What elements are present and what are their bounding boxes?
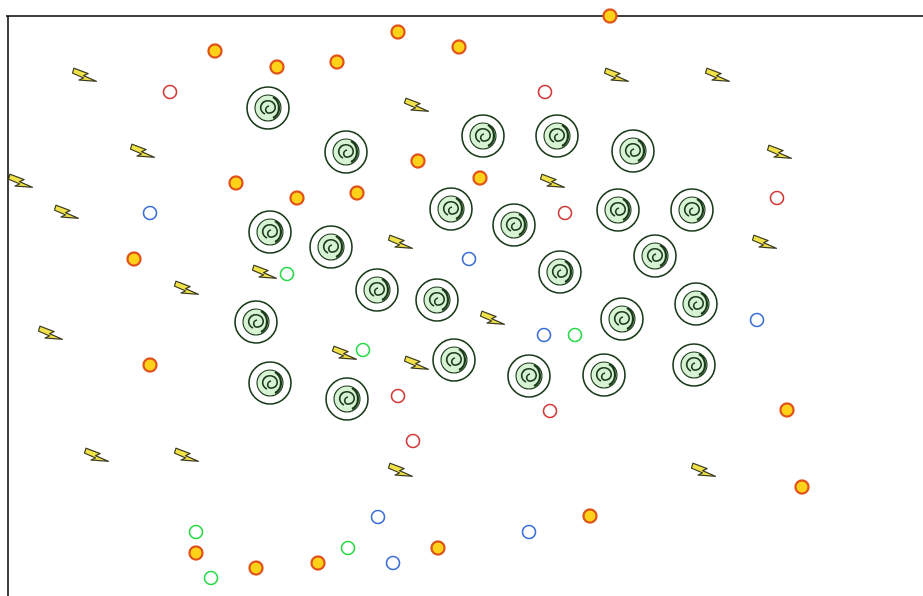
spiral-shell-icon[interactable]: [634, 235, 676, 277]
spiral-shell-icon[interactable]: [235, 301, 277, 343]
spiral-shell-icon[interactable]: [597, 189, 639, 231]
spiral-shell-icon[interactable]: [247, 87, 289, 129]
spiral-shell-icon[interactable]: [675, 283, 717, 325]
gold-coin-icon[interactable]: [781, 404, 794, 417]
spiral-shell-icon[interactable]: [539, 251, 581, 293]
green-ring-icon[interactable]: [342, 542, 355, 555]
spiral-shell-icon[interactable]: [249, 362, 291, 404]
spiral-shell-icon[interactable]: [433, 339, 475, 381]
red-ring-icon[interactable]: [559, 207, 572, 220]
green-ring-icon[interactable]: [569, 329, 582, 342]
spiral-shell-icon[interactable]: [493, 204, 535, 246]
gold-coin-icon[interactable]: [604, 10, 617, 23]
blue-ring-icon[interactable]: [538, 329, 551, 342]
gold-coin-icon[interactable]: [796, 481, 809, 494]
gold-coin-icon[interactable]: [474, 172, 487, 185]
gold-coin-icon[interactable]: [432, 542, 445, 555]
spiral-shell-icon[interactable]: [356, 269, 398, 311]
gold-coin-icon[interactable]: [392, 26, 405, 39]
gold-coin-icon[interactable]: [351, 187, 364, 200]
red-ring-icon[interactable]: [539, 86, 552, 99]
spiral-shell-icon[interactable]: [325, 131, 367, 173]
blue-ring-icon[interactable]: [387, 557, 400, 570]
gold-coin-icon[interactable]: [144, 359, 157, 372]
green-ring-icon[interactable]: [205, 572, 218, 585]
spiral-shell-icon[interactable]: [671, 189, 713, 231]
gold-coin-icon[interactable]: [412, 155, 425, 168]
gold-coin-icon[interactable]: [128, 253, 141, 266]
spiral-shell-icon[interactable]: [508, 355, 550, 397]
green-ring-icon[interactable]: [357, 344, 370, 357]
blue-ring-icon[interactable]: [523, 526, 536, 539]
blue-ring-icon[interactable]: [751, 314, 764, 327]
red-ring-icon[interactable]: [407, 435, 420, 448]
green-ring-icon[interactable]: [281, 268, 294, 281]
gold-coin-icon[interactable]: [331, 56, 344, 69]
red-ring-icon[interactable]: [771, 192, 784, 205]
gold-coin-icon[interactable]: [230, 177, 243, 190]
spiral-shell-icon[interactable]: [673, 344, 715, 386]
spiral-shell-icon[interactable]: [462, 115, 504, 157]
gold-coin-icon[interactable]: [250, 562, 263, 575]
spiral-shell-icon[interactable]: [536, 115, 578, 157]
gold-coin-icon[interactable]: [190, 547, 203, 560]
gold-coin-icon[interactable]: [291, 192, 304, 205]
gold-coin-icon[interactable]: [312, 557, 325, 570]
spiral-shell-icon[interactable]: [326, 378, 368, 420]
spiral-shell-icon[interactable]: [430, 188, 472, 230]
red-ring-icon[interactable]: [392, 390, 405, 403]
gold-coin-icon[interactable]: [453, 41, 466, 54]
spiral-shell-icon[interactable]: [416, 279, 458, 321]
red-ring-icon[interactable]: [544, 405, 557, 418]
blue-ring-icon[interactable]: [144, 207, 157, 220]
gold-coin-icon[interactable]: [584, 510, 597, 523]
spiral-shell-icon[interactable]: [612, 130, 654, 172]
blue-ring-icon[interactable]: [463, 253, 476, 266]
gold-coin-icon[interactable]: [271, 61, 284, 74]
green-ring-icon[interactable]: [190, 526, 203, 539]
spiral-shell-icon[interactable]: [249, 211, 291, 253]
spiral-shell-icon[interactable]: [583, 354, 625, 396]
blue-ring-icon[interactable]: [372, 511, 385, 524]
gold-coin-icon[interactable]: [209, 45, 222, 58]
red-ring-icon[interactable]: [164, 86, 177, 99]
spiral-shell-icon[interactable]: [601, 298, 643, 340]
spiral-shell-icon[interactable]: [310, 226, 352, 268]
